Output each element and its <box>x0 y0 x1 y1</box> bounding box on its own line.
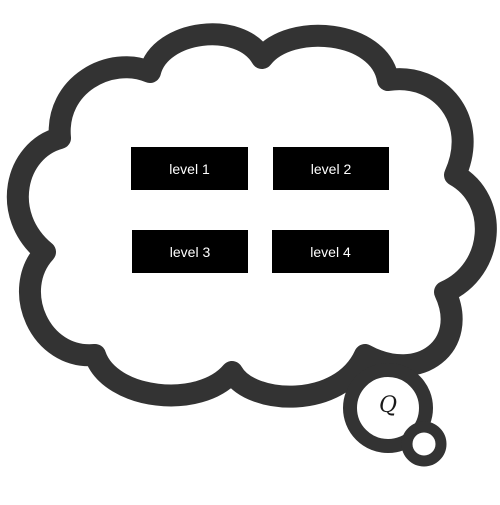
level-4-label: level 4 <box>310 243 351 260</box>
level-3-button[interactable]: level 3 <box>132 230 248 273</box>
level-2-label: level 2 <box>310 160 352 177</box>
thought-bubble-small <box>401 421 447 467</box>
thought-bubble-medium <box>343 363 433 453</box>
level-3-label: level 3 <box>169 243 211 260</box>
level-2-button[interactable]: level 2 <box>273 147 389 190</box>
level-4-button[interactable]: level 4 <box>272 230 389 273</box>
thought-bubble-cloud <box>6 23 497 408</box>
q-logo-icon: Q <box>378 393 398 418</box>
level-1-button[interactable]: level 1 <box>131 147 248 190</box>
level-1-label: level 1 <box>169 160 210 177</box>
